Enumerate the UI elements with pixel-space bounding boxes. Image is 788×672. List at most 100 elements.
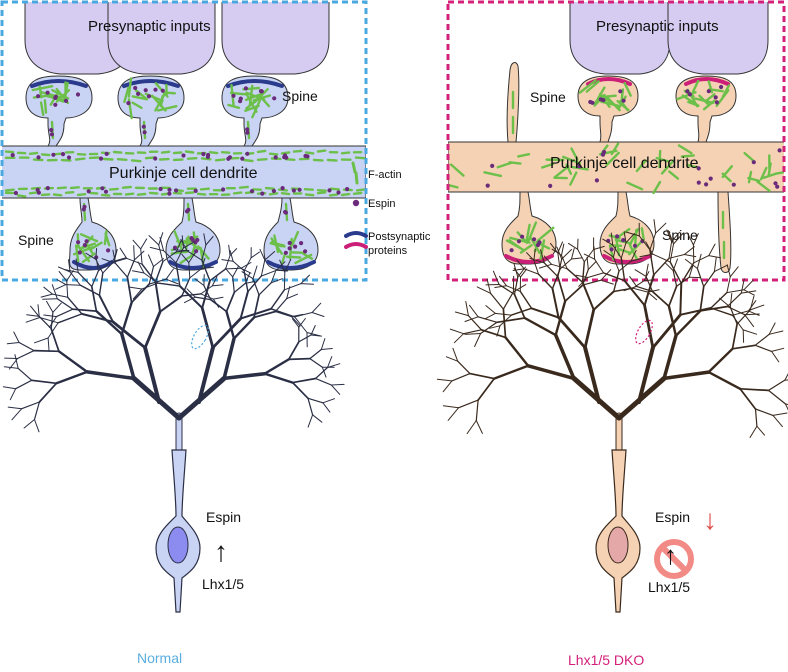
actin-filament	[256, 157, 268, 162]
dendrite-branch	[767, 389, 787, 405]
actin-filament	[268, 192, 279, 196]
actin-filament	[536, 226, 555, 242]
dendrite-branch	[197, 345, 215, 404]
dendrite-branch	[225, 267, 242, 270]
dendrite-branch	[274, 298, 288, 313]
dendrite-branch	[784, 373, 788, 381]
dendrite-branch	[85, 370, 136, 381]
actin-filament	[539, 239, 546, 260]
dendrite-branch	[66, 270, 74, 282]
dko-spine-top-label: Spine	[530, 89, 566, 105]
dendrite-branch	[312, 414, 323, 423]
dko-dendritic-tree	[436, 219, 788, 456]
dendrite-branch	[77, 271, 93, 288]
dendrite-branch	[181, 253, 190, 263]
espin-dot	[336, 190, 341, 195]
dendrite-branch	[533, 259, 539, 275]
actin-filament	[51, 88, 70, 100]
dendrite-branch	[47, 322, 59, 339]
espin-dot	[273, 155, 278, 160]
actin-filament	[721, 84, 731, 99]
dendrite-branch	[457, 399, 479, 409]
dendrite-branch	[16, 350, 35, 360]
espin-dot	[53, 94, 58, 99]
dendrite-branch	[149, 246, 165, 252]
dendrite-branch	[513, 293, 526, 319]
dendrite-branch	[583, 345, 601, 404]
dendrite-branch	[679, 307, 712, 316]
dendrite-branch	[30, 305, 41, 318]
dendrite-branch	[286, 293, 298, 300]
actin-filament	[72, 246, 94, 256]
actin-filament	[28, 191, 39, 195]
dendrite-branch	[263, 372, 294, 384]
dendrite-branch	[520, 268, 528, 278]
actin-filament	[562, 155, 582, 165]
dendrite-branch	[612, 244, 622, 259]
dendrite-branch	[662, 334, 678, 381]
actin-filament	[280, 191, 291, 196]
actin-filament	[655, 156, 670, 163]
dendrite-branch	[97, 263, 110, 272]
dendrite-branch	[148, 254, 154, 267]
dendrite-branch	[492, 270, 500, 285]
normal-purkinje-neuron: Espin ↑ Lhx1/5 Normal	[2, 232, 345, 666]
dendrite-branch	[502, 291, 515, 310]
dendrite-branch	[477, 377, 496, 401]
dendrite-branch	[203, 233, 207, 246]
dendrite-branch	[502, 308, 507, 339]
actin-filament	[74, 157, 86, 161]
espin-dot	[106, 248, 111, 253]
dendrite-branch	[212, 296, 224, 300]
dendrite-branch	[504, 336, 530, 367]
dendrite-branch	[52, 293, 69, 298]
dendrite-branch	[451, 373, 471, 382]
dendrite-branch	[113, 257, 127, 262]
dendrite-branch	[457, 360, 471, 375]
espin-dot	[509, 248, 514, 253]
dendrite-branch	[8, 358, 18, 370]
dendrite-branch	[141, 282, 159, 290]
espin-dot	[713, 95, 718, 100]
dendrite-branch	[726, 264, 731, 278]
dendrite-branch	[132, 288, 143, 300]
actin-filament	[280, 151, 291, 155]
dendrite-branch	[311, 302, 322, 313]
espin-dot	[35, 187, 40, 192]
actin-filament	[124, 192, 135, 196]
dendrite-branch	[205, 236, 214, 246]
dendrite-branch	[543, 255, 552, 265]
dko-espin-dots	[485, 84, 782, 253]
dendrite-branch	[587, 272, 604, 278]
no-symbol-icon	[654, 539, 694, 579]
espin-dot	[601, 98, 606, 103]
dendrite-branch	[533, 248, 536, 261]
dendrite-branch	[586, 256, 589, 270]
dendrite-branch	[551, 248, 562, 256]
dendrite-branch	[645, 275, 654, 293]
dendrite-branch	[505, 285, 521, 292]
espin-dot	[49, 132, 55, 137]
dendrite-branch	[55, 284, 67, 290]
dendrite-branch	[95, 309, 124, 336]
dko-dendrite-label: Purkinje cell dendrite	[550, 155, 699, 172]
dendrite-branch	[489, 325, 501, 329]
espin-dot	[195, 237, 200, 243]
dendrite-branch	[603, 250, 614, 258]
dendrite-branch	[143, 272, 159, 284]
actin-filament	[303, 187, 314, 191]
actin-filament	[615, 238, 621, 257]
dendrite-branch	[666, 229, 673, 243]
espin-dot	[297, 187, 302, 192]
dendrite-branch	[66, 280, 69, 298]
espin-dot	[231, 93, 236, 98]
dendrite-branch	[252, 278, 260, 296]
dendrite-branch	[225, 310, 236, 340]
actin-filament	[569, 171, 578, 186]
dendrite-branch	[294, 316, 308, 333]
dendrite-branch	[668, 285, 678, 308]
espin-dot	[259, 89, 264, 94]
dendrite-branch	[263, 358, 290, 375]
dendrite-branch	[247, 275, 262, 293]
actin-filament	[312, 158, 324, 162]
